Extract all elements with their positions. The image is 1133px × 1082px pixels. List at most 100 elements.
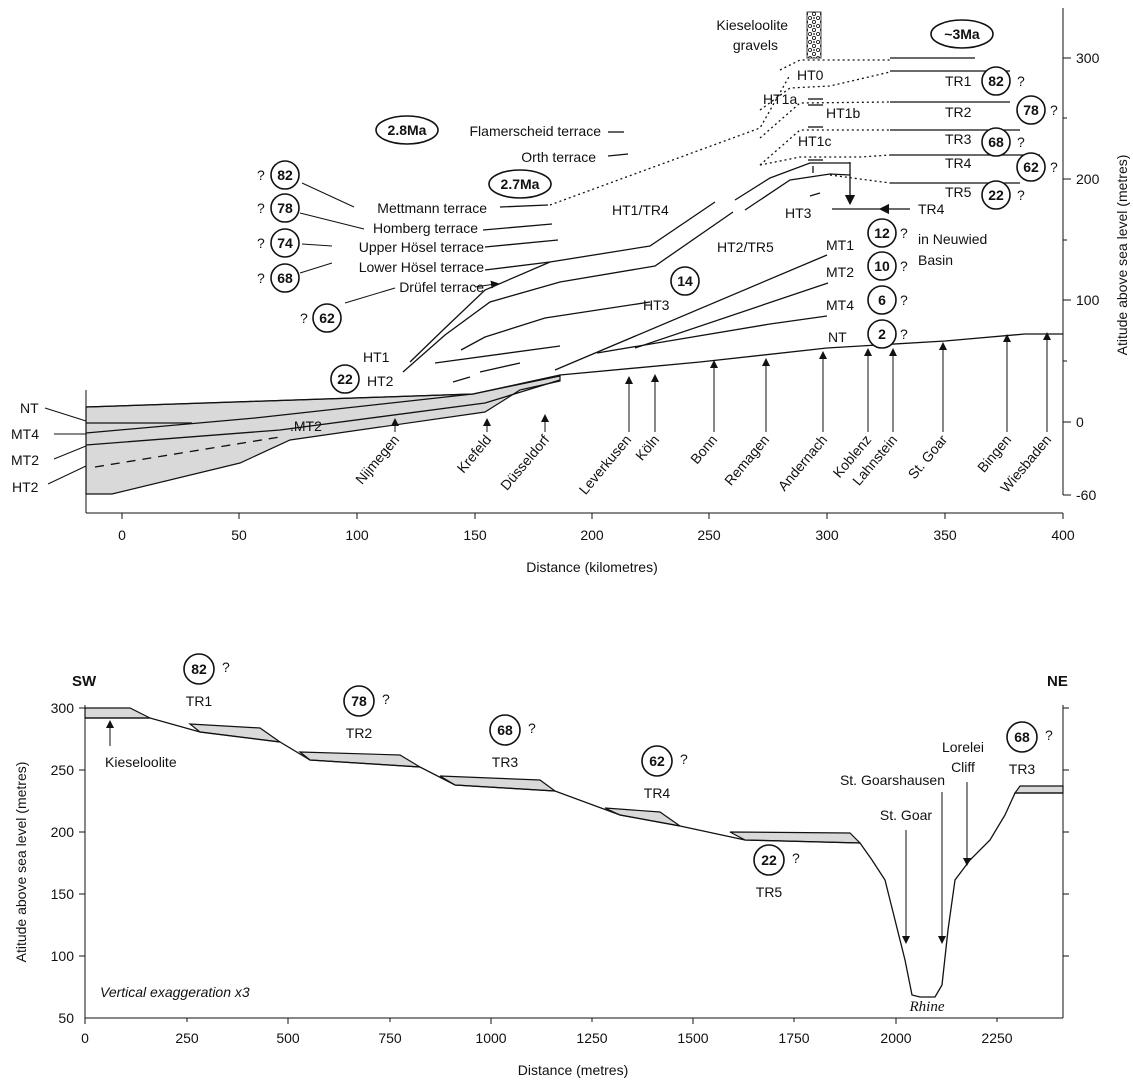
svg-text:HT1a: HT1a (763, 91, 797, 107)
kieseloolite-gravel-symbol (806, 11, 822, 59)
svg-text:Flamerscheid terrace: Flamerscheid terrace (470, 123, 602, 139)
town-names: Nijmegen Krefeld Düsseldorf Leverkusen K… (352, 431, 1054, 497)
svg-text:?: ? (1050, 102, 1058, 118)
svg-text:TR4: TR4 (644, 785, 671, 801)
top-x-tick-label: 100 (345, 527, 369, 543)
valley-cross-section (85, 717, 1063, 998)
svg-text:1000: 1000 (475, 1030, 506, 1046)
profile-labels: HT1/TR4 HT2/TR5 HT3 MT1 MT2 MT4 NT HT1 H… (290, 202, 854, 434)
svg-text:1750: 1750 (778, 1030, 809, 1046)
svg-text:250: 250 (51, 762, 75, 778)
svg-text:HT1/TR4: HT1/TR4 (612, 202, 669, 218)
svg-text:HT2: HT2 (12, 479, 39, 495)
svg-text:?: ? (257, 235, 265, 251)
svg-text:200: 200 (51, 824, 75, 840)
town-remagen: Remagen (721, 432, 772, 489)
bottom-y-axis-title: Atitude above sea level (metres) (13, 762, 29, 963)
svg-text:74: 74 (277, 235, 293, 251)
top-x-tick-label: 50 (231, 527, 247, 543)
svg-text:?: ? (900, 225, 908, 241)
top-x-tick-label: 300 (815, 527, 839, 543)
svg-text:?: ? (382, 691, 390, 707)
town-krefeld: Krefeld (454, 432, 495, 476)
top-x-axis: 0 50 100 150 200 250 300 350 400 Distanc… (85, 390, 1075, 575)
svg-text:1500: 1500 (677, 1030, 708, 1046)
top-y-tick-label: 300 (1076, 50, 1100, 66)
svg-text:6: 6 (878, 292, 886, 308)
top-panel: 0 50 100 150 200 250 300 350 400 Distanc… (11, 8, 1130, 575)
svg-text:50: 50 (58, 1010, 74, 1026)
mt1-profile (554, 254, 828, 371)
svg-text:82: 82 (988, 73, 1004, 89)
top-y-axis-title: Atitude above sea level (metres) (1114, 155, 1130, 356)
town-bonn: Bonn (687, 432, 720, 467)
svg-text:Mettmann terrace: Mettmann terrace (377, 200, 487, 216)
ht1-profile (409, 201, 716, 363)
svg-text:.MT2: .MT2 (290, 418, 322, 434)
svg-text:?: ? (900, 258, 908, 274)
svg-text:68: 68 (277, 270, 293, 286)
svg-text:?: ? (680, 751, 688, 767)
bottom-terrace-markers: 82 ? TR1 78 ? TR2 68 ? TR3 62 ? TR4 22 ?… (183, 653, 1053, 900)
svg-text:?: ? (900, 326, 908, 342)
bottom-y-axis: 300 250 200 150 100 50 Atitude above sea… (13, 700, 1069, 1026)
town-arrows (391, 332, 1051, 432)
bottom-x-axis: 0 250 500 750 1000 1250 1500 1750 2000 2… (81, 1017, 1063, 1078)
ht2-deposit-fill (85, 375, 561, 495)
svg-text:TR5: TR5 (756, 884, 783, 900)
svg-text:500: 500 (276, 1030, 300, 1046)
vertical-exaggeration-note: Vertical exaggeration x3 (100, 984, 250, 1000)
kieseloolite-label: gravels (733, 37, 778, 53)
svg-text:22: 22 (988, 187, 1004, 203)
svg-text:2000: 2000 (880, 1030, 911, 1046)
svg-text:HT3: HT3 (785, 205, 812, 221)
svg-text:2: 2 (878, 326, 886, 342)
svg-text:1250: 1250 (576, 1030, 607, 1046)
svg-text:HT1c: HT1c (798, 133, 831, 149)
ht2-profile (402, 211, 734, 373)
svg-text:82: 82 (277, 167, 293, 183)
town-leverkusen: Leverkusen (576, 432, 635, 498)
top-x-ticks (121, 513, 1064, 519)
svg-text:HT2: HT2 (367, 373, 394, 389)
town-andernach: Andernach (775, 432, 831, 494)
left-ois-circles: 82 ? 78 ? 74 ? 68 ? 62 ? (257, 160, 396, 333)
svg-text:62: 62 (1023, 159, 1039, 175)
svg-text:250: 250 (175, 1030, 199, 1046)
svg-text:?: ? (900, 292, 908, 308)
tr4-neuwied-note: TR4 in Neuwied Basin (918, 201, 987, 268)
bottom-x-axis-title: Distance (metres) (518, 1062, 628, 1078)
svg-text:TR3: TR3 (945, 131, 972, 147)
svg-text:Lower Hösel terrace: Lower Hösel terrace (359, 259, 484, 275)
top-y-axis: 300 200 100 0 -60 Atitude above sea leve… (1062, 8, 1130, 503)
top-y-tick-label: 0 (1076, 414, 1084, 430)
svg-text:10: 10 (874, 258, 890, 274)
svg-text:?: ? (792, 850, 800, 866)
svg-text:68: 68 (988, 134, 1004, 150)
svg-text:78: 78 (277, 200, 293, 216)
svg-text:22: 22 (337, 371, 353, 387)
mt4-profile (596, 315, 828, 354)
svg-text:TR4: TR4 (918, 201, 945, 217)
left-edge-labels: NT MT4 MT2 HT2 (11, 400, 87, 495)
svg-text:MT4: MT4 (826, 297, 854, 313)
svg-text:750: 750 (378, 1030, 402, 1046)
st-goarshausen-label: St. Goarshausen (840, 772, 945, 788)
sw-label: SW (72, 673, 97, 690)
svg-text:TR2: TR2 (945, 104, 972, 120)
svg-text:?: ? (528, 720, 536, 736)
bottom-panel: 0 250 500 750 1000 1250 1500 1750 2000 2… (13, 653, 1069, 1078)
svg-text:TR1: TR1 (945, 73, 972, 89)
svg-text:?: ? (1017, 73, 1025, 89)
svg-text:62: 62 (319, 310, 335, 326)
svg-text:150: 150 (51, 886, 75, 902)
svg-text:?: ? (1045, 727, 1053, 743)
terrace-names: Flamerscheid terrace Orth terrace Mettma… (359, 123, 601, 295)
svg-text:14: 14 (677, 273, 693, 289)
top-y-tick-label: 200 (1076, 171, 1100, 187)
svg-text:NT: NT (20, 400, 39, 416)
town-bingen: Bingen (974, 432, 1014, 476)
svg-text:HT0: HT0 (797, 67, 824, 83)
svg-text:NT: NT (828, 329, 847, 345)
svg-text:~3Ma: ~3Ma (944, 26, 980, 42)
